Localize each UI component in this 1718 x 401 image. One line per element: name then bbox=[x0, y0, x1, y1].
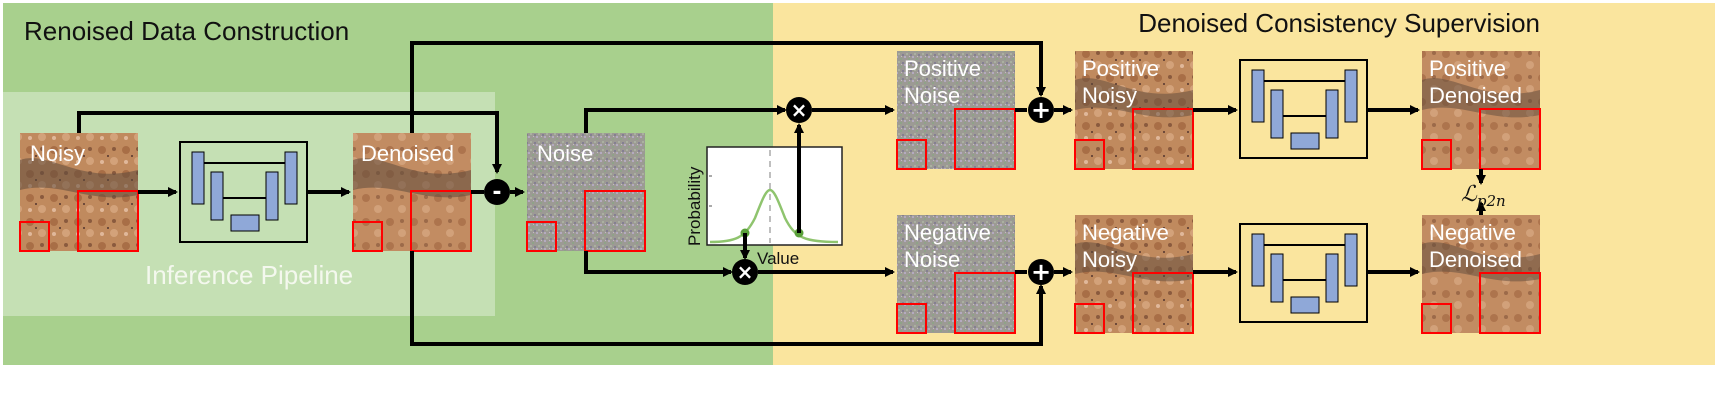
plot-xlabel: Value bbox=[757, 249, 799, 268]
noisy-to-subtract-arrow bbox=[77, 111, 502, 174]
positive-noise-label: Positive Noise bbox=[904, 56, 987, 108]
unet-inference-icon bbox=[179, 141, 308, 243]
noise-to-negative-multiply-arrow bbox=[584, 251, 733, 277]
unet-negative-icon bbox=[1239, 223, 1368, 323]
noise-to-positive-multiply-arrow bbox=[584, 105, 787, 133]
denoised-to-negative-add-arrow bbox=[410, 251, 1046, 346]
renoised-section-title: Renoised Data Construction bbox=[24, 16, 349, 46]
noise-label: Noise bbox=[537, 141, 593, 166]
negative-noisy-label: Negative Noisy bbox=[1082, 220, 1175, 272]
negative-multiply-operator: × bbox=[732, 259, 758, 285]
positive-noise-image: Positive Noise bbox=[896, 51, 1016, 170]
positive-noisy-image: Positive Noisy bbox=[1074, 51, 1194, 170]
svg-text:-: - bbox=[492, 180, 501, 205]
connections bbox=[77, 41, 1486, 346]
svg-text:+: + bbox=[1031, 96, 1051, 124]
positive-denoised-label: Positive Denoised bbox=[1429, 56, 1522, 108]
positive-multiply-operator: × bbox=[786, 97, 812, 123]
denoised-image: Denoised bbox=[352, 133, 472, 252]
positive-noisy-label: Positive Noisy bbox=[1082, 56, 1165, 108]
denoised-label: Denoised bbox=[361, 141, 454, 166]
unet-positive-icon bbox=[1239, 59, 1368, 159]
noisy-image: Noisy bbox=[19, 133, 139, 252]
inference-pipeline-label: Inference Pipeline bbox=[145, 260, 353, 290]
positive-denoised-image: Positive Denoised bbox=[1421, 51, 1541, 170]
consistency-loss-label: ℒp2n bbox=[1461, 182, 1506, 210]
consistency-section-title: Denoised Consistency Supervision bbox=[1138, 8, 1540, 38]
plot-ylabel: Probability bbox=[685, 166, 704, 246]
svg-text:×: × bbox=[791, 98, 808, 122]
svg-text:+: + bbox=[1031, 258, 1051, 286]
noisy-label: Noisy bbox=[30, 141, 85, 166]
negative-denoised-image: Negative Denoised bbox=[1421, 215, 1541, 334]
svg-text:×: × bbox=[737, 260, 754, 284]
subtract-operator: - bbox=[484, 179, 510, 205]
denoised-to-positive-add-arrow bbox=[410, 41, 1046, 133]
negative-noisy-image: Negative Noisy bbox=[1074, 215, 1194, 334]
positive-add-operator: + bbox=[1028, 96, 1054, 124]
noise-image: Noise bbox=[526, 133, 646, 252]
negative-noise-label: Negative Noise bbox=[904, 220, 997, 272]
negative-denoised-label: Negative Denoised bbox=[1429, 220, 1522, 272]
negative-add-operator: + bbox=[1028, 258, 1054, 286]
negative-noise-image: Negative Noise bbox=[896, 215, 1016, 334]
distribution-plot: Probability Value bbox=[685, 146, 843, 268]
